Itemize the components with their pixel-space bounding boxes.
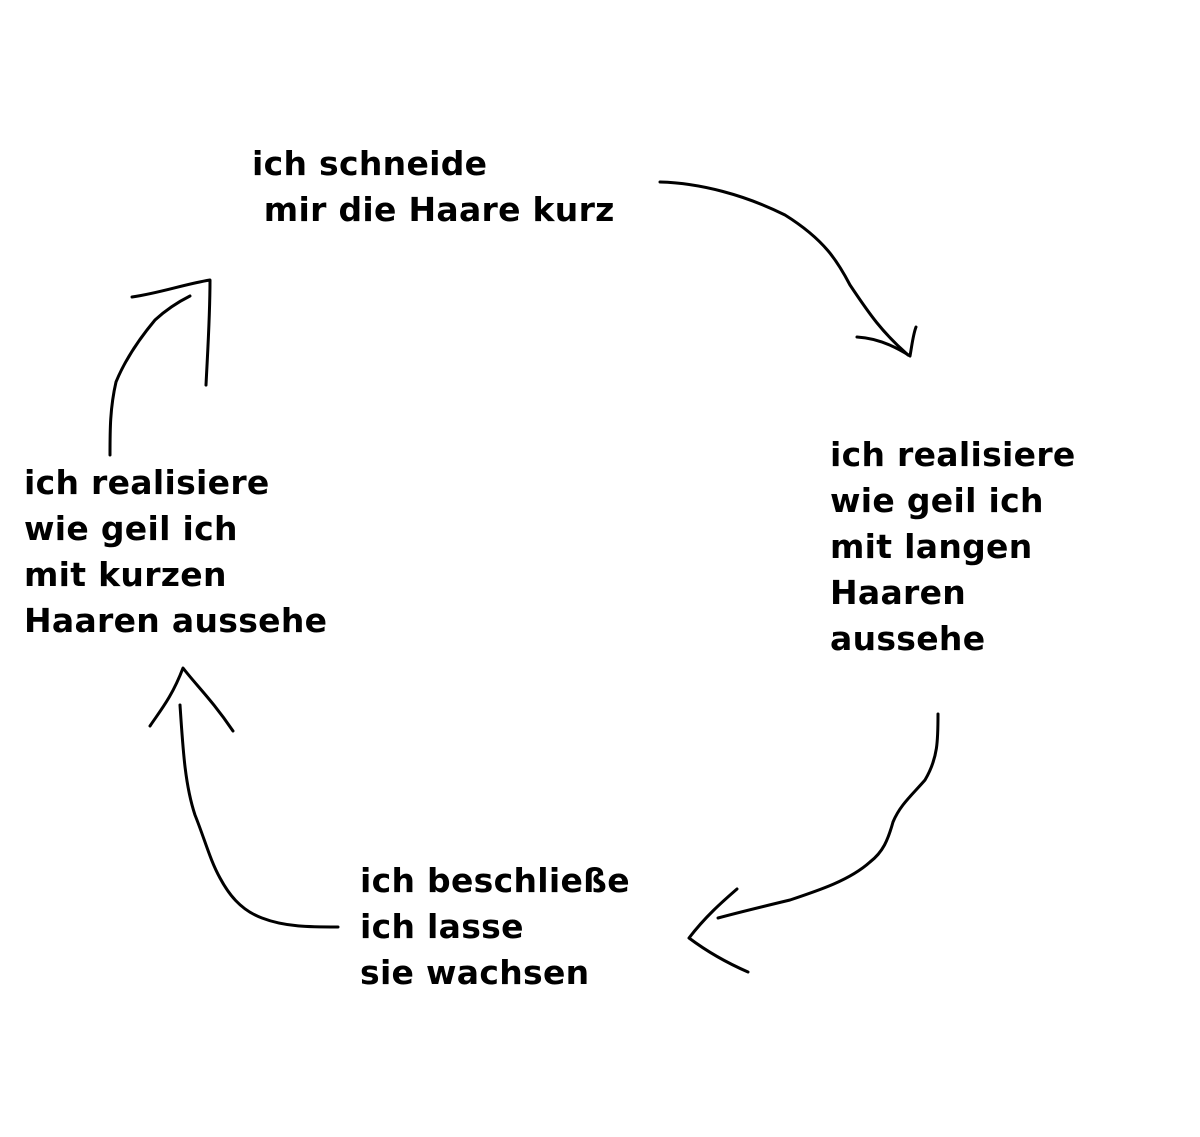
arrow-bottom-to-left-shaft [178,703,340,929]
arrow-left-to-top [108,278,212,457]
cycle-node-cut-hair-short: ich schneide mir die Haare kurz [252,141,615,233]
arrow-top-to-right [658,180,918,358]
arrow-right-to-bottom [687,712,940,974]
cycle-node-let-it-grow: ich beschließe ich lasse sie wachsen [360,858,630,996]
node-text-line: ich realisiere [830,435,1076,474]
node-text-line: ich schneide [252,144,488,183]
node-text-line: Haaren [830,573,967,612]
node-text-line: aussehe [830,619,986,658]
arrow-top-to-right-shaft [658,180,910,357]
arrow-bottom-to-left [148,666,340,929]
node-text-line: mit kurzen [24,555,227,594]
arrow-right-to-bottom-shaft [716,712,940,920]
node-text-line: ich lasse [360,907,524,946]
cycle-node-realize-short-hair: ich realisiere wie geil ich mit kurzen H… [24,460,327,644]
arrow-top-to-right-head [855,325,918,358]
arrow-right-to-bottom-head [687,887,750,974]
arrow-left-to-top-shaft [108,294,192,457]
cycle-node-realize-long-hair: ich realisiere wie geil ich mit langen H… [830,432,1076,662]
node-text-line: sie wachsen [360,953,590,992]
node-text-line: ich beschließe [360,861,630,900]
node-text-line: mir die Haare kurz [252,190,615,229]
node-text-line: mit langen [830,527,1033,566]
arrow-bottom-to-left-head [148,666,235,733]
node-text-line: wie geil ich [830,481,1044,520]
node-text-line: wie geil ich [24,509,238,548]
node-text-line: ich realisiere [24,463,270,502]
node-text-line: Haaren aussehe [24,601,328,640]
arrow-left-to-top-head [130,278,212,387]
